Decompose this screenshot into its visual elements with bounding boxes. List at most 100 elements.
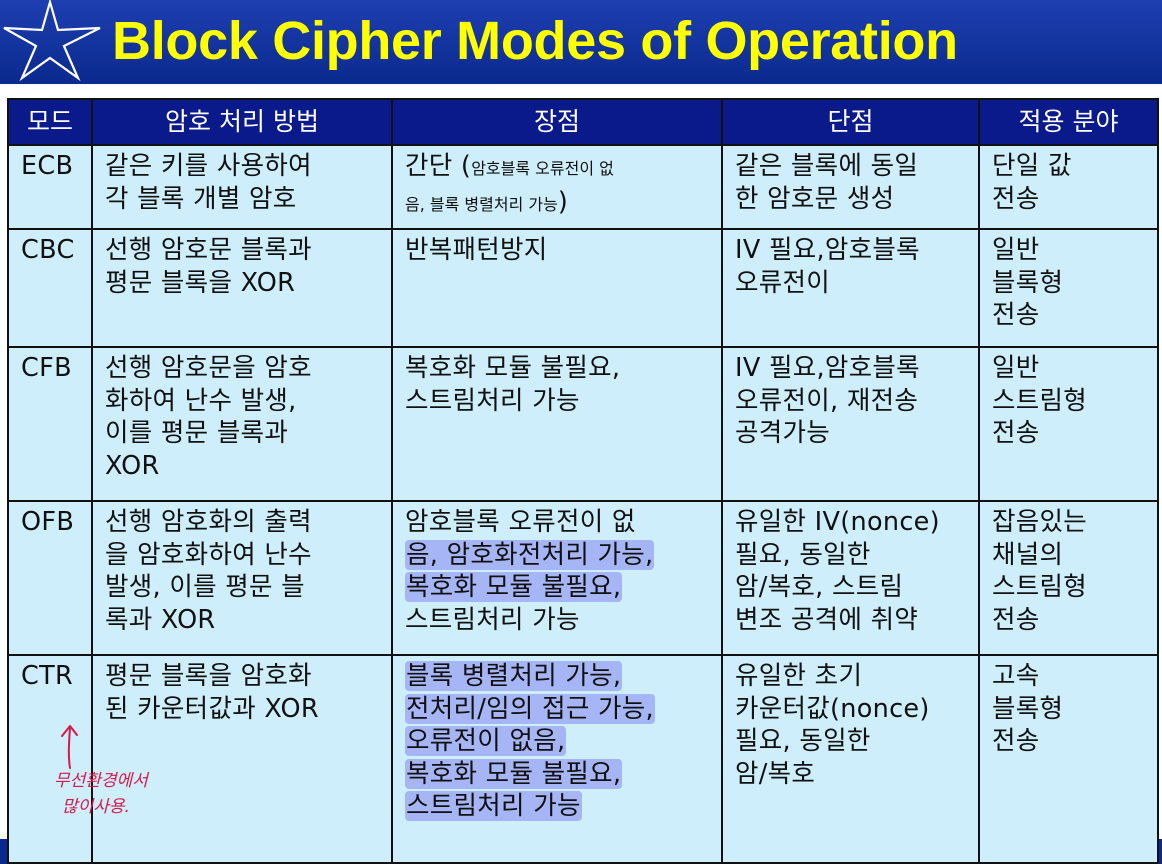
cell-line: 복호화 모듈 불필요, [405, 758, 721, 791]
cell-line: 일반 [992, 353, 1040, 383]
method-cell: 평문 블록을 암호화 된 카운터값과 XOR [91, 654, 393, 864]
cell-line: 오류전이 없음, [405, 725, 721, 758]
application-cell: 고속 블록형 전송 [978, 654, 1159, 864]
cell-line: 스트림처리 가능 [405, 790, 721, 823]
application-cell: 일반 스트림형 전송 [978, 346, 1159, 502]
cell-line: 록과 XOR [105, 604, 216, 635]
cell-line: 을 암호화하여 난수 [105, 539, 312, 570]
cell-line: 이를 평문 블록과 [105, 418, 289, 448]
cell-line: 블록형 [992, 267, 1064, 298]
modes-table: 모드 암호 처리 방법 장점 단점 적용 분야 ECB 같은 키를 사용하여 각… [7, 98, 1159, 864]
cell-line: 된 카운터값과 XOR [105, 693, 319, 724]
cell-line: 고속 [992, 661, 1040, 691]
application-cell: 단일 값 전송 [978, 144, 1159, 230]
pros-cell: 간단 (암호블록 오류전이 없 음, 블록 병렬처리 가능) [391, 144, 723, 230]
header-mode: 모드 [7, 98, 93, 146]
cell-line: 암/복호, 스트림 [735, 572, 904, 602]
method-cell: 같은 키를 사용하여 각 블록 개별 암호 [91, 144, 393, 230]
cell-line: 암/복호 [735, 758, 816, 789]
cell-line: 전송 [992, 183, 1040, 214]
cell-line: 전송 [992, 604, 1040, 635]
cell-line: 같은 블록에 동일 [735, 151, 919, 181]
pros-cell: 블록 병렬처리 가능, 전처리/임의 접근 가능, 오류전이 없음, 복호화 모… [391, 654, 723, 864]
cons-cell: 유일한 초기 카운터값(nonce) 필요, 동일한 암/복호 [721, 654, 980, 864]
pros-cell: 암호블록 오류전이 없 음, 암호화전처리 가능, 복호화 모듈 불필요, 스트… [391, 500, 723, 656]
cell-line: 암호블록 오류전이 없 [405, 507, 636, 537]
cell-line: 발생, 이를 평문 블 [105, 572, 305, 602]
cell-line: 필요, 동일한 [735, 539, 871, 570]
application-cell: 일반 블록형 전송 [978, 228, 1159, 348]
mode-cell: CTR [7, 654, 93, 864]
highlighted-text: 블록 병렬처리 가능, [405, 661, 623, 691]
cons-cell: IV 필요,암호블록 오류전이 [721, 228, 980, 348]
cell-line: 반복패턴방지 [405, 235, 548, 265]
cell-line: 변조 공격에 취약 [735, 604, 919, 635]
cell-line: 같은 키를 사용하여 [105, 151, 312, 181]
cons-cell: 유일한 IV(nonce) 필요, 동일한 암/복호, 스트림 변조 공격에 취… [721, 500, 980, 656]
cell-line: 전송 [992, 300, 1040, 330]
cell-line: 음, 블록 병렬처리 가능) [405, 186, 721, 222]
cell-line: 스트림형 [992, 572, 1088, 602]
pros-cell: 복호화 모듈 불필요, 스트림처리 가능 [391, 346, 723, 502]
method-cell: 선행 암호문을 암호 화하여 난수 발생, 이를 평문 블록과 XOR [91, 346, 393, 502]
pros-small-text: 암호블록 오류전이 없 [471, 159, 614, 178]
highlighted-text: 복호화 모듈 불필요, [405, 572, 623, 602]
cell-line: 선행 암호문을 암호 [105, 353, 312, 383]
cell-line: 일반 [992, 235, 1040, 265]
mode-cell: ECB [7, 144, 93, 230]
cell-line: 복호화 모듈 불필요, [405, 353, 621, 383]
star-icon [3, 0, 101, 82]
header-application: 적용 분야 [978, 98, 1159, 146]
header-pros: 장점 [391, 98, 723, 146]
cell-line: 스트림처리 가능 [405, 604, 580, 635]
slide-header: Block Cipher Modes of Operation [0, 0, 1162, 82]
cell-line: 공격가능 [735, 418, 831, 448]
cell-line: 잡음있는 [992, 507, 1088, 537]
cell-line: 블록형 [992, 693, 1064, 724]
highlighted-text: 복호화 모듈 불필요, [405, 758, 623, 789]
cell-line: 간단 (암호블록 오류전이 없 [405, 150, 721, 186]
header-cons: 단점 [721, 98, 980, 146]
cell-line: IV 필요,암호블록 [735, 353, 920, 383]
highlighted-text: 음, 암호화전처리 가능, [405, 539, 655, 570]
cons-cell: IV 필요,암호블록 오류전이, 재전송 공격가능 [721, 346, 980, 502]
cell-line: 스트림처리 가능 [405, 385, 580, 416]
mode-cell: CBC [7, 228, 93, 348]
slide-title: Block Cipher Modes of Operation [112, 11, 958, 71]
cell-line: 전처리/임의 접근 가능, [405, 693, 721, 726]
cell-line: 단일 값 [992, 151, 1072, 181]
cell-line: 오류전이 [735, 267, 831, 298]
cell-line: 전송 [992, 726, 1040, 756]
cell-line: 한 암호문 생성 [735, 183, 895, 214]
cell-line: 각 블록 개별 암호 [105, 183, 297, 214]
cell-line: 유일한 초기 [735, 661, 863, 691]
application-cell: 잡음있는 채널의 스트림형 전송 [978, 500, 1159, 656]
pros-main-text: 간단 ( [405, 151, 472, 181]
method-cell: 선행 암호화의 출력 을 암호화하여 난수 발생, 이를 평문 블 록과 XOR [91, 500, 393, 656]
cell-line: 평문 블록을 XOR [105, 267, 296, 298]
table-row: OFB 선행 암호화의 출력 을 암호화하여 난수 발생, 이를 평문 블 록과… [7, 500, 1159, 656]
cell-line: 평문 블록을 암호화 [105, 661, 312, 691]
table-header-row: 모드 암호 처리 방법 장점 단점 적용 분야 [7, 98, 1159, 146]
cell-line: 필요, 동일한 [735, 726, 871, 756]
table-row: CFB 선행 암호문을 암호 화하여 난수 발생, 이를 평문 블록과 XOR … [7, 346, 1159, 502]
method-cell: 선행 암호문 블록과 평문 블록을 XOR [91, 228, 393, 348]
cell-line: 스트림형 [992, 385, 1088, 416]
table-row: CBC 선행 암호문 블록과 평문 블록을 XOR 반복패턴방지 IV 필요,암… [7, 228, 1159, 348]
cell-line: 복호화 모듈 불필요, [405, 571, 721, 604]
cell-line: XOR [105, 450, 160, 481]
highlighted-text: 전처리/임의 접근 가능, [405, 693, 655, 724]
highlighted-text: 오류전이 없음, [405, 726, 567, 756]
table-row: CTR 평문 블록을 암호화 된 카운터값과 XOR 블록 병렬처리 가능, 전… [7, 654, 1159, 864]
cell-line: 오류전이, 재전송 [735, 385, 919, 416]
pros-cell: 반복패턴방지 [391, 228, 723, 348]
cell-line: 전송 [992, 418, 1040, 448]
header-method: 암호 처리 방법 [91, 98, 393, 146]
cell-line: 유일한 IV(nonce) [735, 507, 940, 537]
mode-cell: OFB [7, 500, 93, 656]
cell-line: 선행 암호화의 출력 [105, 507, 312, 537]
pros-small-text: 음, 블록 병렬처리 가능 [405, 194, 558, 214]
cell-line: IV 필요,암호블록 [735, 235, 920, 265]
mode-cell: CFB [7, 346, 93, 502]
cell-line: 선행 암호문 블록과 [105, 235, 312, 265]
